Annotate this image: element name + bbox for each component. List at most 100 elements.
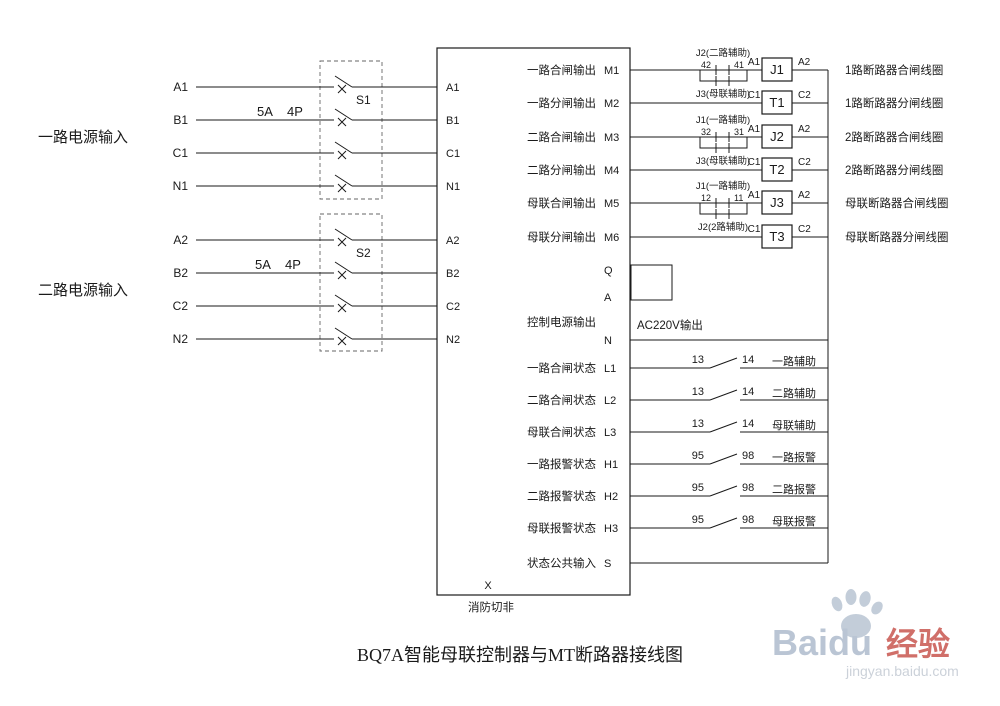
ctrl-power-label: 控制电源输出 [527, 315, 596, 329]
terminal-a1: A1 [446, 82, 459, 94]
output-terminal: M5 [604, 198, 619, 210]
breaker1-enclosure [319, 60, 383, 200]
coil-description: 母联断路器合闸线圈 [845, 196, 949, 210]
line-label: C1 [173, 146, 189, 160]
terminal-c1: C1 [446, 148, 460, 160]
relay-name: J1 [770, 62, 784, 77]
input-line-a1: A1 [173, 75, 437, 94]
contact-terminal: 14 [742, 386, 754, 398]
status-row-h3: 母联报警状态 H3 95 98 母联报警 [527, 514, 828, 535]
contact-terminal: 13 [692, 418, 704, 430]
contact-terminal: 95 [692, 514, 704, 526]
power-input-2-label: 二路电源输入 [38, 282, 128, 299]
contact-label: 一路报警 [772, 450, 816, 464]
input-line-a2: A2 [173, 228, 437, 247]
status-terminal: L2 [604, 395, 616, 407]
coil-terminal-out: A2 [798, 190, 811, 201]
status-terminal: L3 [604, 427, 616, 439]
control-power-section: Q A 控制电源输出 AC220V输出 N [527, 264, 828, 347]
status-common-row: 状态公共输入 S [527, 556, 828, 570]
fire-cutoff-label: 消防切非 [468, 600, 514, 614]
status-label: 二路合闸状态 [527, 393, 596, 407]
terminal-n2: N2 [446, 334, 460, 346]
wire [630, 453, 828, 465]
contact-symbol [699, 65, 748, 86]
wire [630, 357, 828, 369]
line-label: A1 [173, 80, 188, 94]
wire [196, 141, 437, 160]
common-terminal: S [604, 558, 611, 570]
coil-description: 1路断路器合闸线圈 [845, 63, 943, 77]
diagram-title: BQ7A智能母联控制器与MT断路器接线图 [357, 645, 683, 665]
contact-terminal: 95 [692, 482, 704, 494]
coil-terminal-out: C2 [798, 224, 811, 235]
breaker1-name: S1 [356, 93, 371, 107]
wire [630, 389, 828, 401]
contact-terminal: 11 [734, 193, 743, 203]
line-label: C2 [173, 299, 189, 313]
contact-symbol [699, 198, 748, 219]
contact-label: J1(一路辅助) [696, 180, 750, 192]
wire [196, 108, 437, 127]
output-row-m1: 一路合闸输出 M1 42 41 J2(二路辅助) J3(母联辅助) A1 J1 … [527, 47, 943, 100]
status-label: 母联报警状态 [527, 521, 596, 535]
contact-label: J1(一路辅助) [696, 114, 750, 126]
breaker2-enclosure [319, 213, 383, 352]
contact-label: 一路辅助 [772, 354, 816, 368]
controller-box [436, 47, 631, 596]
relay-name: T2 [769, 162, 784, 177]
input-line-b2: B2 [173, 261, 437, 280]
baidu-watermark: Baidu 经验 jingyan.baidu.com [772, 589, 959, 679]
watermark-product: 经验 [886, 626, 950, 662]
wire [196, 75, 437, 94]
status-terminal: H3 [604, 523, 618, 535]
relay-name: T3 [769, 229, 784, 244]
breaker2-rating-current: 5A [255, 257, 271, 272]
contact-terminal: 31 [734, 127, 744, 137]
terminal-n: N [604, 335, 612, 347]
contact-label: 二路辅助 [772, 386, 816, 400]
terminal-c2: C2 [446, 301, 460, 313]
contact-terminal: 98 [742, 514, 754, 526]
wire [196, 294, 437, 313]
interlock-contacts-2: 32 31 J1(一路辅助) J3(母联辅助) [696, 114, 750, 167]
input-line-n1: N1 [173, 174, 437, 193]
breaker2-name: S2 [356, 246, 371, 260]
input-line-n2: N2 [173, 327, 437, 346]
output-terminal: M4 [604, 165, 619, 177]
terminal-a2: A2 [446, 235, 459, 247]
coil-description: 母联断路器分闸线圈 [845, 230, 949, 244]
coil-terminal-in: C1 [748, 90, 761, 101]
coil-terminal-in: C1 [748, 224, 761, 235]
output-label: 母联合闸输出 [527, 196, 596, 210]
contact-label: 母联报警 [772, 514, 816, 528]
status-terminal: H2 [604, 491, 618, 503]
terminal-q: Q [604, 265, 613, 277]
terminal-x: X [484, 580, 492, 592]
output-row-m2: 一路分闸输出 M2 C1 T1 C2 1路断路器分闸线圈 [527, 90, 943, 115]
contact-symbol [699, 132, 748, 153]
coil-terminal-out: C2 [798, 90, 811, 101]
output-label: 母联分闸输出 [527, 230, 596, 244]
coil-description: 2路断路器合闸线圈 [845, 130, 943, 144]
contact-label: J3(母联辅助) [696, 155, 750, 167]
input-line-b1: B1 [173, 108, 437, 127]
breaker2-rating-poles: 4P [285, 257, 301, 272]
coil-terminal-out: A2 [798, 57, 811, 68]
input-line-c2: C2 [173, 294, 437, 313]
coil-terminal-in: A1 [748, 124, 761, 135]
status-row-l3: 母联合闸状态 L3 13 14 母联辅助 [527, 418, 828, 439]
coil-description: 2路断路器分闸线圈 [845, 163, 943, 177]
contact-label: J3(母联辅助) [696, 88, 750, 100]
coil-terminal-out: C2 [798, 157, 811, 168]
status-terminal: H1 [604, 459, 618, 471]
terminal-b2: B2 [446, 268, 459, 280]
status-label: 一路报警状态 [527, 457, 596, 471]
wire [630, 517, 828, 529]
relay-name: J2 [770, 129, 784, 144]
ac220v-label: AC220V输出 [637, 318, 703, 332]
output-label: 二路合闸输出 [527, 130, 596, 144]
line-label: A2 [173, 233, 188, 247]
